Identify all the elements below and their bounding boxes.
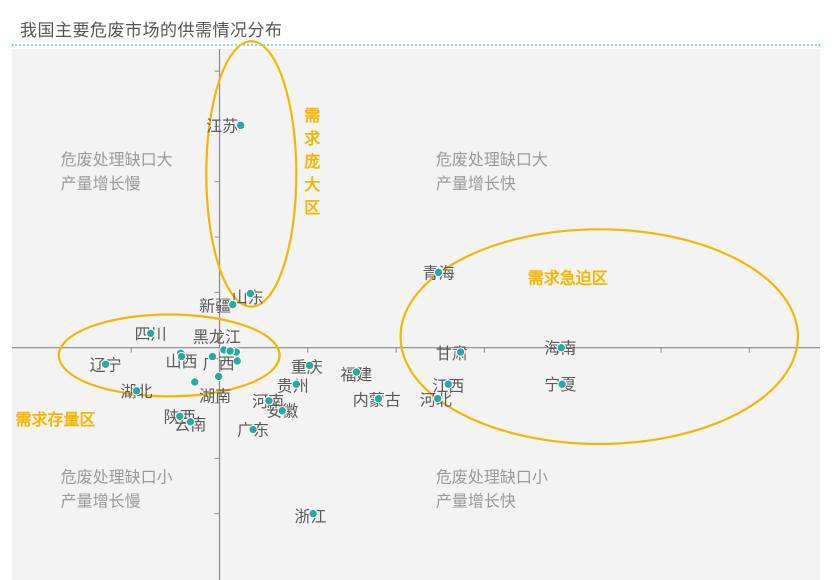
demand-zone-ellipse bbox=[399, 228, 800, 446]
quadrant-label: 危废处理缺口大 bbox=[436, 150, 548, 169]
title-divider bbox=[12, 44, 820, 46]
data-point bbox=[432, 393, 443, 404]
data-point bbox=[207, 351, 218, 362]
demand-zone-ellipse bbox=[57, 313, 281, 398]
point-label: 山西 bbox=[166, 352, 198, 371]
point-label: 广西 bbox=[203, 354, 235, 373]
quadrant-label: 产量增长慢 bbox=[61, 492, 141, 511]
data-point bbox=[455, 347, 466, 357]
quadrant-label: 产量增长慢 bbox=[61, 174, 141, 193]
data-point bbox=[131, 386, 142, 396]
demand-zone-label: 需求急迫区 bbox=[528, 269, 608, 288]
point-label: 湖南 bbox=[199, 386, 231, 405]
quadrant-label: 危废处理缺口小 bbox=[436, 468, 548, 487]
quadrant-label: 危废处理缺口小 bbox=[61, 468, 173, 487]
demand-zone-label: 需求存量区 bbox=[16, 410, 96, 429]
data-point bbox=[190, 377, 200, 387]
data-point bbox=[185, 417, 196, 427]
data-point bbox=[100, 359, 111, 369]
data-point bbox=[557, 379, 567, 389]
data-point bbox=[277, 406, 287, 416]
quadrant-label: 产量增长快 bbox=[436, 174, 516, 193]
point-label: 新疆 bbox=[199, 297, 231, 316]
demand-zone-label: 需求庞大区 bbox=[304, 106, 321, 217]
quadrant-label: 产量增长快 bbox=[436, 492, 516, 511]
data-point bbox=[556, 342, 566, 353]
data-point bbox=[232, 356, 242, 366]
demand-zone-ellipse bbox=[205, 40, 298, 308]
chart-title: 我国主要危废市场的供需情况分布 bbox=[20, 21, 283, 41]
data-point bbox=[245, 288, 256, 299]
data-point bbox=[308, 508, 318, 519]
data-point bbox=[264, 396, 274, 406]
data-point bbox=[248, 424, 258, 435]
data-point bbox=[304, 360, 315, 371]
data-point bbox=[225, 346, 235, 356]
data-point bbox=[373, 393, 384, 404]
point-label: 江苏 bbox=[206, 116, 238, 135]
data-point bbox=[291, 379, 302, 389]
point-label: 黑龙江 bbox=[193, 328, 241, 347]
data-point bbox=[175, 411, 185, 421]
data-point bbox=[176, 351, 187, 362]
quadrant-label: 危废处理缺口大 bbox=[61, 150, 173, 169]
data-point bbox=[236, 120, 246, 131]
data-point bbox=[351, 367, 362, 377]
data-point bbox=[443, 379, 453, 389]
data-point bbox=[228, 299, 238, 310]
data-point bbox=[145, 328, 156, 339]
data-point bbox=[433, 267, 444, 278]
data-point bbox=[213, 371, 224, 382]
